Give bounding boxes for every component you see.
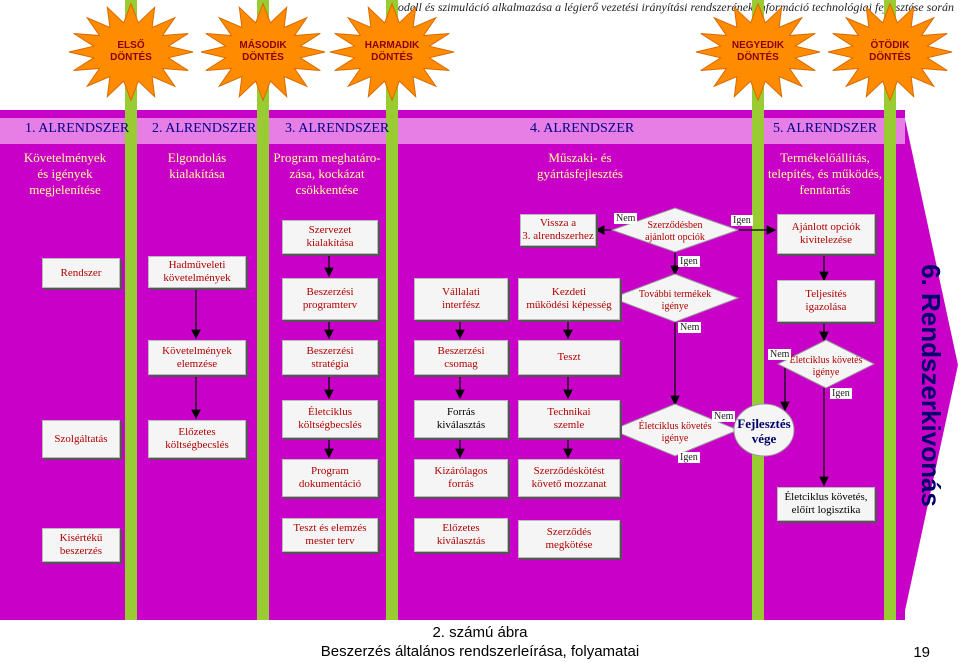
- phase-band-arrowhead: [903, 110, 958, 620]
- box-szolgaltatas: Szolgáltatás: [42, 420, 120, 458]
- decision-pole-1: [125, 0, 137, 620]
- box-forras-kivalasztas: Forrás kiválasztás: [414, 400, 508, 438]
- diamond-tovabbi-text: További termékek igénye: [638, 289, 712, 312]
- subsystem-5-desc: Termékelőállítás, telepítés, és működés,…: [767, 150, 883, 197]
- box-kiserteku-beszerzes: Kisértékű beszerzés: [42, 528, 120, 562]
- diamond-eletciklus-1-text: Életciklus követés igénye: [638, 421, 712, 444]
- box-ajanlott-opciok-kivitelezese: Ajánlott opciók kivitelezése: [777, 214, 875, 254]
- decision-label-2: MÁSODIK DÖNTÉS: [239, 40, 287, 63]
- box-teszt-elemzes-mester-terv: Teszt és elemzés mester terv: [282, 518, 378, 552]
- subsystem-1-title: 1. ALRENDSZER: [25, 121, 130, 136]
- box-vallalati-interfesz: Vállalati interfész: [414, 278, 508, 320]
- figure-number: 2. számú ábra: [432, 624, 528, 641]
- box-vissza-3-alrendszerhez: Vissza a 3. alrendszerhez: [520, 214, 596, 246]
- figure-caption: Beszerzés általános rendszerleírása, fol…: [320, 643, 640, 660]
- box-szerzodes-megkotese: Szerződés megkötése: [518, 520, 620, 558]
- subsystem-2-title: 2. ALRENDSZER: [152, 121, 257, 136]
- decision-label-1: ELSŐ DÖNTÉS: [110, 40, 152, 63]
- decision-label-5: ÖTÖDIK DÖNTÉS: [869, 40, 911, 63]
- end-oval: [733, 403, 795, 457]
- box-kizarolagos-forras: Kizárólagos forrás: [414, 459, 508, 497]
- box-kovetelmenyek-elemzese: Követelmények elemzése: [148, 340, 246, 375]
- box-beszerzesi-programterv: Beszerzési programterv: [282, 278, 378, 320]
- box-rendszer: Rendszer: [42, 258, 120, 288]
- box-szervezet-kialakitasa: Szervezet kialakítása: [282, 220, 378, 254]
- box-teszt: Teszt: [518, 340, 620, 375]
- box-beszerzesi-strategia: Beszerzési stratégia: [282, 340, 378, 375]
- diamond-eletciklus-2-text: Életciklus követés igénye: [789, 355, 863, 378]
- box-hadmuveleti-kovetelmenyek: Hadműveleti követelmények: [148, 256, 246, 288]
- box-eletciklus-logisztika: Életciklus követés, előírt logisztika: [777, 487, 875, 521]
- decision-pole-5: [884, 0, 896, 620]
- box-program-dokumentacio: Program dokumentáció: [282, 459, 378, 497]
- box-beszerzesi-csomag: Beszerzési csomag: [414, 340, 508, 375]
- label-nem-3: Nem: [712, 411, 736, 422]
- label-igen-1: Igen: [731, 215, 753, 226]
- box-kezdeti-mukodesi-kepesseg: Kezdeti működési képesség: [518, 278, 620, 320]
- diamond-tovabbi: [610, 273, 740, 323]
- label-igen-2: Igen: [678, 256, 700, 267]
- decision-pole-4: [752, 0, 764, 620]
- subsystem-2-desc: Elgondolás kialakítása: [167, 150, 227, 181]
- decision-pole-2: [257, 0, 269, 620]
- end-oval-text: Fejlesztés vége: [737, 416, 791, 446]
- document-header: Modell és szimuláció alkalmazása a légie…: [387, 0, 954, 14]
- label-igen-4: Igen: [830, 388, 852, 399]
- label-nem-2: Nem: [678, 322, 702, 333]
- box-elozetes-koltsegbecsles: Előzetes költségbecslés: [148, 420, 246, 458]
- diamond-szerzodesben-text: Szerződésben ajánlott opciók: [645, 220, 705, 243]
- label-igen-3: Igen: [678, 452, 700, 463]
- box-elozetes-kivalasztas: Előzetes kiválasztás: [414, 518, 508, 552]
- decision-star-5: [827, 2, 953, 102]
- decision-label-4: NEGYEDIK DÖNTÉS: [731, 40, 785, 63]
- decision-pole-3: [386, 0, 398, 620]
- subsystem-1-desc: Követelmények és igények megjelenítése: [23, 150, 107, 197]
- decision-star-2: [200, 2, 326, 102]
- decision-star-1: [68, 2, 194, 102]
- label-nem-4: Nem: [768, 349, 792, 360]
- subsystem-4-title: 4. ALRENDSZER: [530, 121, 635, 136]
- diamond-eletciklus-2: [776, 339, 876, 389]
- subsystem-3-title: 3. ALRENDSZER: [285, 121, 390, 136]
- page-number: 19: [913, 644, 930, 661]
- decision-star-3: [329, 2, 455, 102]
- subsystem-4-desc: Műszaki- és gyártásfejlesztés: [537, 150, 623, 181]
- box-teljesites-igazolasa: Teljesítés igazolása: [777, 280, 875, 322]
- decision-label-3: HARMADIK DÖNTÉS: [364, 40, 420, 63]
- subsystem-5-title: 5. ALRENDSZER: [773, 121, 878, 136]
- phase-6-label: 6. Rendszerkivonás: [915, 263, 946, 507]
- label-nem-1: Nem: [614, 213, 638, 224]
- box-technikai-szemle: Technikai szemle: [518, 400, 620, 438]
- subsystem-3-desc: Program meghatáro- zása, kockázat csökke…: [273, 150, 381, 197]
- box-eletciklus-koltsegbecsles: Életciklus költségbecslés: [282, 400, 378, 438]
- box-szerzodeskotest-koveto: Szerződéskötést követő mozzanat: [518, 459, 620, 497]
- decision-star-4: [695, 2, 821, 102]
